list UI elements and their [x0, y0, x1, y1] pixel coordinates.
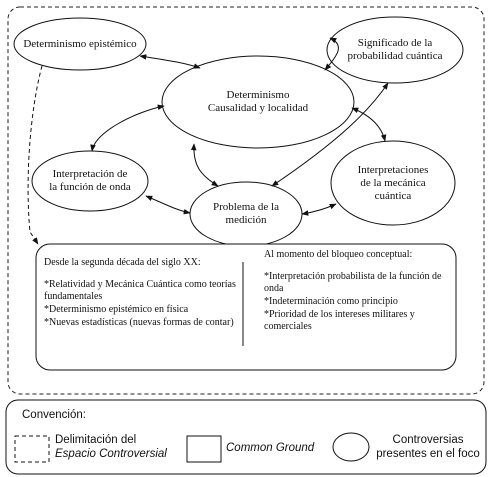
connector-medicion-central	[190, 143, 219, 187]
node-interpretacion-funcion-onda-line1: Interpretación de	[52, 168, 128, 180]
common-ground-right-title: Al momento del bloqueo conceptual:	[264, 249, 413, 260]
node-interpretaciones-mecanica-line2: de la mecánica	[360, 176, 426, 189]
legend-dashed-label-line2-text: Espacio Controversial	[55, 448, 167, 460]
node-significado-probabilidad-line1: Significado de la	[357, 37, 433, 49]
legend-ellipse-label-line2: presentes en el foco	[376, 448, 480, 460]
common-ground-left-item: *Relatividad y Mecánica Cuántica como te…	[44, 279, 236, 302]
legend-dashed-label: Delimitación del Espacio Controversial	[55, 433, 185, 461]
connector-epistemico-central	[139, 54, 201, 69]
common-ground-left-title: Desde la segunda década del siglo XX:	[44, 257, 201, 268]
connector-medicion-significado	[271, 82, 389, 187]
node-determinismo-epistemico-ellipse	[13, 17, 147, 71]
legend-rect-label: Common Ground	[226, 441, 336, 455]
node-problema-medicion: Problema de la medición	[190, 199, 302, 229]
node-interpretaciones-mecanica-line1: Interpretaciones	[357, 163, 429, 176]
legend-ellipse-label-line1: Controversias	[392, 434, 464, 446]
connector-central-mecanica	[351, 107, 387, 142]
node-interpretacion-funcion-onda-line2: la función de onda	[49, 181, 131, 193]
node-determinismo-epistemico-label: Determinismo epistémico	[23, 37, 137, 50]
node-determinismo-central: Determinismo Causalidad y localidad	[162, 87, 354, 117]
node-interpretacion-funcion-onda: Interpretación de la función de onda	[32, 166, 148, 196]
legend-dashed-sample	[14, 435, 50, 463]
common-ground-right-item: *Interpretación probabilista de la funci…	[264, 271, 442, 294]
common-ground-left-item: *Nuevas estadísticas (nuevas formas de c…	[44, 317, 234, 328]
common-ground-right: Al momento del bloqueo conceptual: *Inte…	[264, 249, 446, 334]
connector-onda-medicion	[145, 195, 191, 215]
node-interpretacion-funcion-onda-ellipse	[31, 150, 149, 212]
node-determinismo-central-line1: Determinismo	[226, 89, 290, 101]
node-problema-medicion-line1: Problema de la	[213, 201, 279, 213]
common-ground-left-item: *Determinismo epistémico en física	[44, 304, 189, 315]
legend-title: Convención:	[22, 409, 86, 421]
node-significado-probabilidad-line2: probabilidad cuántica	[347, 50, 443, 62]
legend-dashed-label-line2: Espacio Controversial	[55, 447, 185, 461]
legend-rect-sample	[186, 435, 222, 463]
node-determinismo-central-line2: Causalidad y localidad	[207, 102, 309, 114]
node-significado-probabilidad: Significado de la probabilidad cuántica	[327, 35, 463, 65]
node-determinismo-epistemico: Determinismo epistémico	[14, 36, 146, 52]
controversial-space-boundary	[7, 6, 485, 395]
common-ground-left: Desde la segunda década del siglo XX: *R…	[44, 257, 236, 330]
node-interpretaciones-mecanica-line3: cuántica	[374, 189, 412, 202]
connector-central-significado	[324, 37, 339, 71]
node-interpretaciones-mecanica: Interpretaciones de la mecánica cuántica	[331, 162, 455, 204]
node-problema-medicion-line2: medición	[225, 214, 267, 226]
common-ground-right-item: *Indeterminación como principio	[264, 296, 398, 307]
legend-ellipse-label: Controversias presentes en el foco	[372, 433, 484, 461]
connector-epistemico-commonground	[27, 65, 43, 245]
legend-rect-label-text: Common Ground	[226, 442, 315, 454]
common-ground-box	[35, 243, 457, 371]
connector-medicion-mecanica	[301, 203, 337, 216]
legend-dashed-label-line1: Delimitación del	[55, 434, 137, 446]
common-ground-right-item: *Prioridad de los intereses militares y …	[264, 309, 415, 332]
connector-onda-central	[90, 104, 165, 152]
legend-box	[5, 399, 487, 475]
legend-ellipse-sample	[332, 432, 370, 462]
